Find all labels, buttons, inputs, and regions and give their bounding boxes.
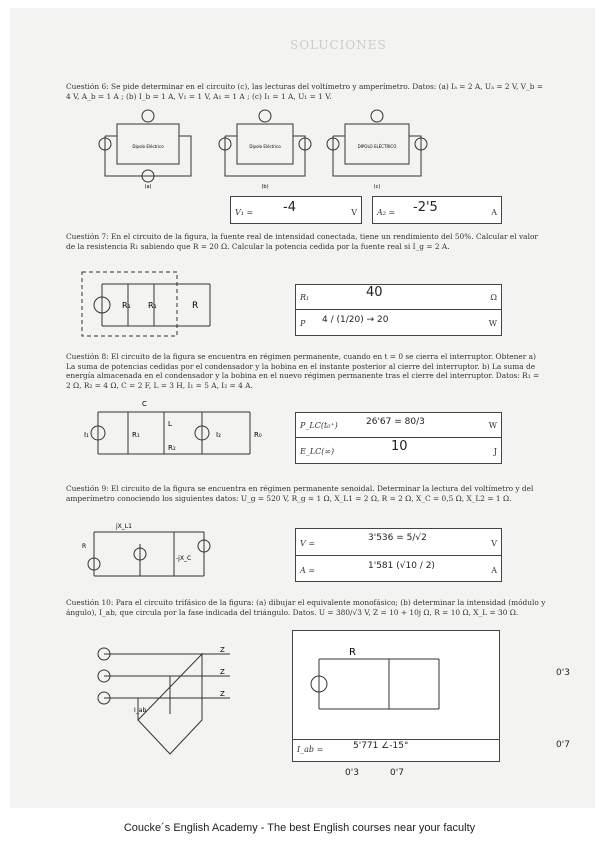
- question-9-circuit: RjX_L1 -jX_C: [82, 523, 211, 577]
- answer-box-q6-v: V₁ = -4 V: [230, 196, 362, 224]
- svg-text:R₁: R₁: [122, 301, 131, 310]
- answer-box-q8: P_LC(t₀⁺) 26'67 = 80/3 W E_LC(∞) 10 J: [295, 412, 502, 464]
- question-9-text: Cuestión 9: El circuito de la figura se …: [66, 484, 534, 503]
- svg-text:R₂: R₂: [168, 444, 176, 452]
- box-label-b: Dipolo Eléctrico: [249, 144, 281, 149]
- svg-text:I₁: I₁: [84, 431, 89, 439]
- svg-text:-jX_C: -jX_C: [176, 555, 191, 562]
- svg-text:I₂: I₂: [216, 431, 221, 439]
- mark-1: 0'3: [556, 668, 570, 678]
- answer-box-q6-a: A₂ = -2'5 A: [372, 196, 502, 224]
- footer-caption: Coucke´s English Academy - The best Engl…: [123, 822, 476, 834]
- page-header: SOLUCIONES: [290, 38, 387, 52]
- mark-2: 0'7: [556, 740, 570, 750]
- label-a: (a): [145, 184, 152, 190]
- question-8-circuit: I₁ R₁ L R₂ I₂ R₀ C: [84, 400, 262, 455]
- question-7-circuit: R₁ R₁ R: [81, 271, 211, 337]
- monophasic-sketch: R: [310, 647, 440, 710]
- question-6-diagrams: Dipolo Eléctrico Dipolo Eléctrico DIPOLO…: [98, 109, 428, 190]
- box-label-c: DIPOLO ELÉCTRICO: [358, 144, 397, 149]
- svg-text:Z: Z: [220, 646, 225, 654]
- label-b: (b): [261, 184, 268, 190]
- svg-text:R: R: [349, 647, 356, 658]
- svg-text:R₁: R₁: [132, 431, 140, 439]
- question-7-text: Cuestión 7: En el circuito de la figura,…: [66, 232, 538, 251]
- svg-text:Z: Z: [220, 690, 225, 698]
- answer-box-q10: R I_ab = 5'771 ∠-15°: [292, 630, 500, 762]
- box-label-a: Dipolo Eléctrico: [132, 144, 164, 149]
- svg-text:L: L: [168, 420, 172, 428]
- svg-text:jX_L1: jX_L1: [115, 523, 132, 530]
- label-c: (c): [374, 184, 381, 190]
- svg-text:Z: Z: [220, 668, 225, 676]
- svg-text:C: C: [142, 400, 147, 408]
- svg-text:R: R: [82, 543, 86, 550]
- question-10-circuit: Z Z Z I_ab: [97, 646, 230, 755]
- answer-box-q7: R₁ 40 Ω P 4 / (1/20) → 20 W: [295, 284, 502, 336]
- svg-text:R: R: [192, 301, 198, 311]
- question-8-text: Cuestión 8: El circuito de la figura se …: [66, 352, 540, 390]
- svg-text:I_ab: I_ab: [134, 707, 146, 714]
- svg-text:R₁: R₁: [148, 301, 157, 310]
- question-6-text: Cuestión 6: Se pide determinar en el cir…: [66, 82, 543, 101]
- mark-3: 0'3: [345, 768, 359, 778]
- answer-box-q9: V = 3'536 = 5/√2 V A = 1'581 (√10 / 2) A: [295, 528, 502, 582]
- mark-4: 0'7: [390, 768, 404, 778]
- question-10-text: Cuestión 10: Para el circuito trifásico …: [66, 598, 546, 617]
- svg-text:R₀: R₀: [254, 431, 262, 439]
